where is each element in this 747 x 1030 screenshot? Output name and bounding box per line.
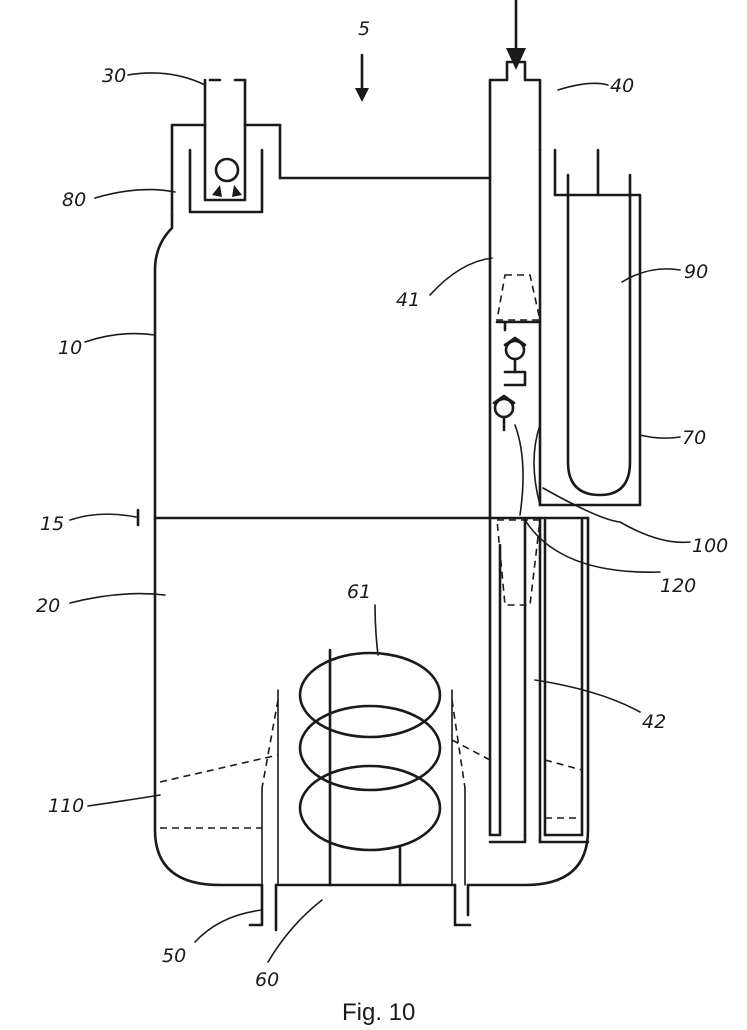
label-41: 41 (396, 289, 420, 311)
direction-arrow-5 (355, 53, 369, 102)
label-120: 120 (660, 575, 696, 597)
label-90: 90 (684, 261, 708, 283)
valve-assembly (492, 274, 542, 606)
labels: 5 30 40 80 90 41 10 70 15 100 120 20 61 … (36, 18, 728, 991)
coil (298, 648, 442, 887)
label-5: 5 (358, 18, 370, 40)
inlet-arrow (506, 0, 526, 70)
leader-lines (69, 72, 691, 963)
side-container (538, 148, 642, 507)
label-80: 80 (62, 189, 86, 211)
inlet-tube (488, 60, 590, 844)
label-50: 50 (162, 945, 186, 967)
label-42: 42 (642, 711, 666, 733)
label-20: 20 (36, 595, 60, 617)
label-60: 60 (255, 969, 279, 991)
bottom-ports (248, 883, 472, 932)
label-110: 110 (48, 795, 84, 817)
label-30: 30 (102, 65, 126, 87)
label-15: 15 (40, 513, 64, 535)
top-port-assembly (170, 78, 282, 217)
label-61: 61 (347, 581, 371, 603)
figure-caption: Fig. 10 (342, 999, 415, 1026)
divider-15 (136, 508, 590, 527)
label-40: 40 (610, 75, 634, 97)
vessel-body (153, 123, 590, 887)
label-10: 10 (58, 337, 82, 359)
label-100: 100 (692, 535, 728, 557)
baffles (159, 689, 583, 886)
label-70: 70 (682, 427, 706, 449)
